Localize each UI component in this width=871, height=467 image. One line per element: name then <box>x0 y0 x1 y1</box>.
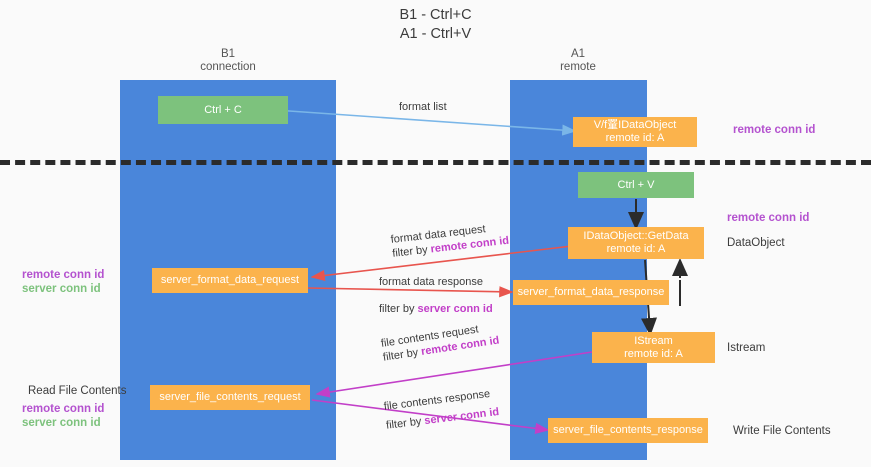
annotation-read-file-contents: Read File Contents <box>28 384 126 398</box>
node-server-format-data-response-label: server_format_data_response <box>518 286 665 299</box>
node-server-format-data-request-label: server_format_data_request <box>161 274 299 287</box>
node-getdata-sub: remote id: A <box>607 243 666 256</box>
node-idataobject[interactable]: V΀/f罿IDataObject remote id: A <box>573 117 697 147</box>
node-idataobject-sub: remote id: A <box>606 132 665 145</box>
edge-label-file-contents-request: file contents request filter by remote c… <box>380 320 500 365</box>
filter-prefix: filter by <box>392 244 432 260</box>
annotation-write-file-contents: Write File Contents <box>733 424 831 438</box>
annotation-left-remote-conn-id-2: remote conn id <box>22 402 104 416</box>
node-getdata-label: IDataObject::GetData <box>583 230 688 243</box>
title-line-1: B1 - Ctrl+C <box>0 6 871 25</box>
column-header-b1-role: connection <box>128 61 328 74</box>
annotation-remote-conn-id-mid: remote conn id <box>727 211 809 225</box>
node-server-format-data-response[interactable]: server_format_data_response <box>513 280 669 305</box>
node-server-file-contents-response-label: server_file_contents_response <box>553 424 703 437</box>
column-header-b1: B1 connection <box>128 48 328 74</box>
filter-key-server-conn-id: server conn id <box>424 406 500 427</box>
column-header-a1-name: A1 <box>478 48 678 61</box>
node-server-format-data-request[interactable]: server_format_data_request <box>152 268 308 293</box>
node-ctrl-v[interactable]: Ctrl + V <box>578 172 694 198</box>
edge-label-format-data-response: format data response filter by server co… <box>379 275 493 316</box>
filter-key-server-conn-id: server conn id <box>418 303 493 315</box>
page-title: B1 - Ctrl+C A1 - Ctrl+V <box>0 6 871 44</box>
edge-label-format-list-text: format list <box>399 101 447 113</box>
annotation-dataobject: DataObject <box>727 236 785 250</box>
node-istream-label: IStream <box>634 335 673 348</box>
node-istream-sub: remote id: A <box>624 348 683 361</box>
filter-prefix: filter by <box>385 415 425 432</box>
section-divider <box>0 160 871 165</box>
node-ctrl-v-label: Ctrl + V <box>618 179 655 192</box>
annotation-left-server-conn-id-2: server conn id <box>22 416 101 430</box>
edge-label-format-list: format list <box>399 100 447 114</box>
edge-label-format-data-response-filter: filter by server conn id <box>379 302 493 316</box>
column-header-a1-role: remote <box>478 61 678 74</box>
annotation-left-server-conn-id: server conn id <box>22 282 101 296</box>
edge-label-file-contents-response: file contents response filter by server … <box>383 386 500 433</box>
edge-label-format-data-request: format data request filter by remote con… <box>390 220 510 261</box>
annotation-left-remote-conn-id: remote conn id <box>22 268 104 282</box>
node-server-file-contents-response[interactable]: server_file_contents_response <box>548 418 708 443</box>
annotation-istream: Istream <box>727 341 765 355</box>
column-header-b1-name: B1 <box>128 48 328 61</box>
annotation-remote-conn-id-top: remote conn id <box>733 123 815 137</box>
node-istream[interactable]: IStream remote id: A <box>592 332 715 363</box>
node-server-file-contents-request-label: server_file_contents_request <box>159 391 300 404</box>
title-line-2: A1 - Ctrl+V <box>0 25 871 44</box>
node-ctrl-c-label: Ctrl + C <box>204 104 242 117</box>
edge-label-format-data-response-text: format data response <box>379 275 493 289</box>
node-getdata[interactable]: IDataObject::GetData remote id: A <box>568 227 704 259</box>
node-idataobject-label: V΀/f罿IDataObject <box>594 119 677 132</box>
filter-prefix: filter by <box>379 303 418 315</box>
column-header-a1: A1 remote <box>478 48 678 74</box>
node-ctrl-c[interactable]: Ctrl + C <box>158 96 288 124</box>
node-server-file-contents-request[interactable]: server_file_contents_request <box>150 385 310 410</box>
